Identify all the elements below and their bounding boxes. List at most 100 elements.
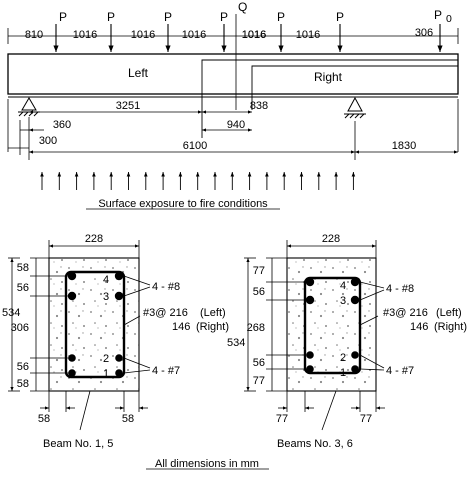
units-note: All dimensions in mm: [155, 458, 259, 470]
top-dimension-labels: 810 1016 1016 1016 1016 1016 306: [25, 27, 433, 41]
stirrup-label: #3@ 216: [143, 307, 188, 319]
beam-elevation: [7, 53, 459, 138]
top-dim-label: 1016: [242, 29, 266, 41]
top-dimension-chain: [7, 28, 459, 44]
top-dim-label: 306: [415, 27, 433, 39]
dim-label: 77: [276, 413, 288, 425]
load-label-p: P: [59, 10, 67, 24]
stirrup-right-label: (Right): [434, 321, 467, 333]
dim-label: 360: [53, 119, 71, 131]
section-caption: Beams No. 3, 6: [277, 438, 353, 450]
top-dim-label: 1016: [73, 29, 97, 41]
dim-label: 77: [253, 265, 265, 277]
bottom-bars-label: 4 - #7: [386, 365, 414, 377]
fire-exposure-label: Surface exposure to fire conditions: [98, 198, 268, 210]
rebar-circle: [350, 277, 360, 287]
dim-label: 3251: [116, 100, 140, 112]
fire-exposure-arrows: [40, 172, 356, 190]
rebar-circle: [115, 369, 123, 377]
dim-label: 56: [253, 286, 265, 298]
dim-label: 534: [2, 307, 20, 319]
section-left-labels: 228 58 56 306 56 58 534 4 3 2 1 4 - #8 4…: [2, 233, 229, 450]
dim-label: 300: [39, 135, 57, 147]
bar-number: 2: [340, 352, 346, 364]
top-dim-label: 1016: [296, 29, 320, 41]
bar-number: 3: [340, 295, 346, 307]
dim-label: 58: [122, 413, 134, 425]
top-bars-label: 4 - #8: [386, 283, 414, 295]
dim-label: 56: [17, 282, 29, 294]
right-beam-inner: [251, 65, 458, 110]
load-label-p: P: [336, 10, 344, 24]
beam-label-right: Right: [314, 70, 343, 84]
dim-label: 58: [17, 378, 29, 390]
section-right-labels: 228 77 56 268 56 77 534 4 3 2 1 4 - #8 4…: [227, 233, 467, 450]
bottom-bars-label: 4 - #7: [152, 365, 180, 377]
caption-leader: [321, 390, 337, 431]
roller-support: [344, 96, 366, 119]
section-left-rebars: [67, 271, 124, 377]
dim-label: 268: [247, 322, 265, 334]
dim-label: 58: [38, 413, 50, 425]
rebar-circle: [115, 354, 123, 362]
load-label-p0: P: [434, 8, 442, 22]
load-label-p0-subscript: 0: [446, 13, 452, 25]
top-dim-label: 1016: [131, 29, 155, 41]
load-label-p: P: [220, 10, 228, 24]
rebar-circle: [351, 351, 359, 359]
dim-label: 56: [253, 357, 265, 369]
dim-label: 77: [360, 413, 372, 425]
top-dim-label: 1016: [182, 29, 206, 41]
load-labels: P P P P P P Q P 0: [59, 0, 452, 25]
dim-label: 228: [85, 233, 103, 245]
top-dim-label: 810: [25, 29, 43, 41]
dim-label: 940: [227, 119, 245, 131]
span-dimensions: [7, 99, 459, 160]
dim-label: 534: [227, 337, 245, 349]
section-caption: Beam No. 1, 5: [43, 438, 113, 450]
top-dim-label: 1016: [242, 29, 266, 41]
stirrup-left-label: (Left): [200, 307, 226, 319]
pin-support: [18, 97, 40, 117]
stirrup-right-label: (Right): [196, 321, 229, 333]
load-label-q: Q: [238, 0, 247, 14]
rebar-circle: [351, 365, 359, 373]
span-dimension-labels: 3251 838 360 940 300 6100 1830: [39, 100, 416, 152]
leader-line: [359, 281, 385, 289]
dim-label: 306: [11, 322, 29, 334]
beam-labels: Left Right: [128, 66, 343, 84]
dim-label: 56: [17, 361, 29, 373]
load-label-p: P: [277, 10, 285, 24]
dim-label: 838: [250, 100, 268, 112]
leader-line: [359, 354, 385, 369]
bar-number: 4: [103, 274, 109, 286]
section-right: 228 77 56 268 56 77 534 4 3 2 1 4 - #8 4…: [227, 233, 467, 450]
bar-number: 3: [103, 291, 109, 303]
caption-leader: [79, 390, 91, 431]
beam-label-left: Left: [128, 66, 149, 80]
rebar-circle: [114, 271, 124, 281]
section-left: 228 58 56 306 56 58 534 4 3 2 1 4 - #8 4…: [2, 233, 229, 450]
dim-label: 228: [322, 233, 340, 245]
stirrup-label: #3@ 216: [383, 307, 428, 319]
load-label-p: P: [164, 10, 172, 24]
left-beam: [7, 53, 459, 95]
top-bars-label: 4 - #8: [152, 281, 180, 293]
bar-number: 1: [103, 368, 109, 380]
dim-label: 77: [253, 375, 265, 387]
stirrup-right-value: 146: [410, 321, 428, 333]
stirrup-right-value: 146: [172, 321, 190, 333]
section-right-stirrup: [303, 276, 362, 375]
section-left-stirrup: [64, 270, 126, 379]
rebar-circle: [350, 295, 360, 305]
dim-label: 6100: [183, 140, 207, 152]
bar-number: 1: [340, 367, 346, 379]
dim-label: 58: [17, 262, 29, 274]
leader-line: [123, 357, 151, 369]
stirrup-left-label: (Left): [436, 307, 462, 319]
load-label-p: P: [107, 10, 115, 24]
dim-label: 1830: [392, 140, 416, 152]
bar-number: 4: [340, 280, 346, 292]
